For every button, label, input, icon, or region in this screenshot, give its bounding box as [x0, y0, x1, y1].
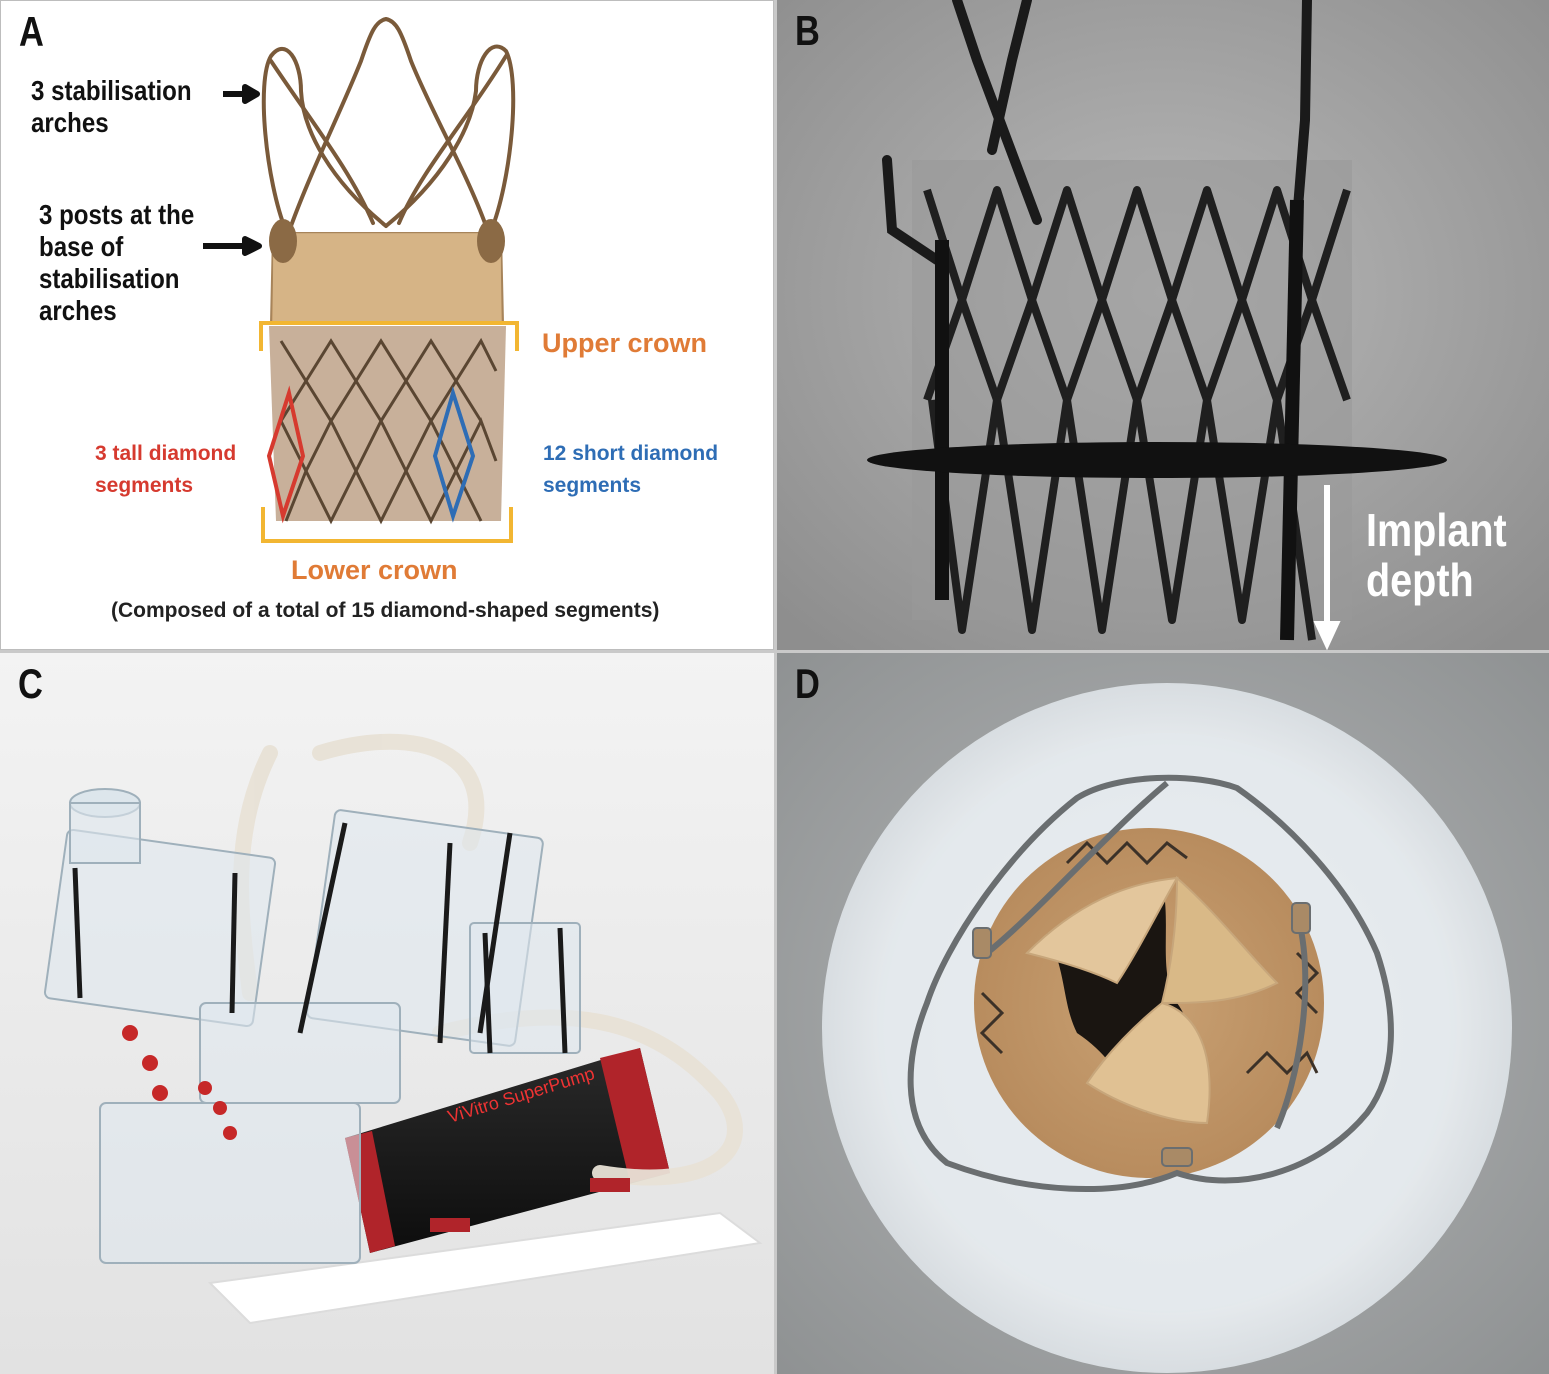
xray-stent-image	[777, 0, 1549, 650]
implant-depth-line-2: depth	[1366, 554, 1474, 606]
short-diamond-label-line-1: 12 short diamond	[543, 442, 719, 465]
panel-b: B	[777, 0, 1549, 650]
arches-label-line-1: 3 stabilisation	[31, 75, 192, 106]
tall-diamond-label-line-1: 3 tall diamond	[95, 442, 237, 465]
panel-a: A 3 stabilisation arches 3 posts at the …	[0, 0, 774, 650]
valve-top-view-photo	[777, 653, 1549, 1374]
pulse-duplicator-photo: ViVitro SuperPump	[0, 653, 774, 1374]
panel-c: ViVitro SuperPump	[0, 653, 774, 1374]
panel-letter-c: C	[18, 660, 43, 707]
posts-label-line-1: 3 posts at the	[39, 199, 195, 230]
posts-label-line-4: arches	[39, 295, 117, 326]
panel-letter-b: B	[795, 7, 820, 54]
implant-depth-label: Implant depth	[1366, 505, 1507, 605]
panel-d: D	[777, 653, 1549, 1374]
arches-label: 3 stabilisation arches	[31, 75, 192, 139]
short-diamond-label: 12 short diamond segments	[543, 439, 718, 503]
upper-crown-label: Upper crown	[542, 328, 708, 358]
implant-depth-line-1: Implant	[1366, 504, 1507, 556]
tall-diamond-label-line-2: segments	[95, 474, 194, 497]
posts-label: 3 posts at the base of stabilisation arc…	[39, 199, 194, 327]
arches-label-line-2: arches	[31, 107, 109, 138]
short-diamond-label-line-2: segments	[543, 474, 642, 497]
valve-photo	[203, 16, 519, 543]
posts-label-line-2: base of	[39, 231, 124, 262]
panel-letter-d: D	[795, 660, 820, 707]
lower-crown-label: Lower crown	[291, 555, 458, 585]
posts-label-line-3: stabilisation	[39, 263, 180, 294]
segment-note: (Composed of a total of 15 diamond-shape…	[111, 599, 660, 622]
panel-letter-a: A	[19, 8, 44, 55]
tall-diamond-label: 3 tall diamond segments	[95, 439, 236, 503]
